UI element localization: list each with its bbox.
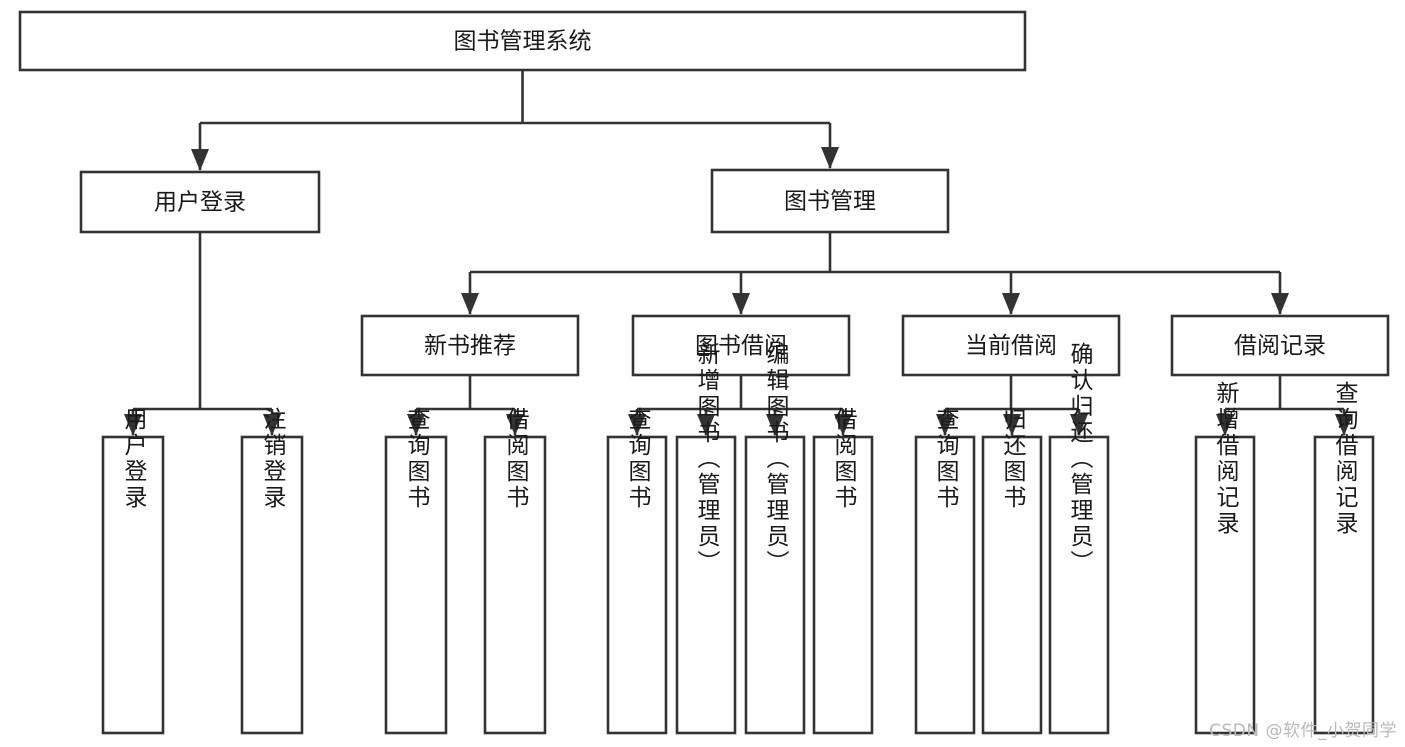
node-query-book-borrow[interactable]: 查询图书 bbox=[606, 407, 668, 735]
node-box bbox=[1194, 435, 1256, 735]
node-label: 新增借阅记录 bbox=[1212, 381, 1240, 537]
node-label: 查询图书 bbox=[624, 407, 652, 511]
edge-group-book-borrow bbox=[628, 375, 852, 436]
edge-arrowhead bbox=[263, 414, 281, 436]
edge-group-current-borrow bbox=[936, 375, 1088, 436]
node-query-borrow-record[interactable]: 查询借阅记录 bbox=[1313, 381, 1375, 735]
node-box bbox=[710, 168, 950, 234]
node-label: 查询图书 bbox=[403, 407, 431, 511]
node-box bbox=[384, 435, 448, 735]
node-return-book[interactable]: 归还图书 bbox=[981, 407, 1043, 735]
node-box bbox=[360, 314, 580, 377]
node-box bbox=[18, 10, 1027, 72]
edge-arrowhead bbox=[506, 414, 524, 436]
node-box bbox=[901, 314, 1121, 377]
edge-arrowhead bbox=[628, 414, 646, 436]
edge-arrowhead bbox=[461, 293, 479, 315]
node-box bbox=[1048, 435, 1110, 735]
node-label: 借阅图书 bbox=[830, 407, 858, 511]
node-new-book-recommend[interactable]: 新书推荐 bbox=[360, 314, 580, 377]
nodes-layer: 图书管理系统用户登录图书管理新书推荐图书借阅当前借阅借阅记录用户登录注销登录查询… bbox=[18, 10, 1390, 735]
node-label: 查询借阅记录 bbox=[1331, 381, 1359, 537]
node-box bbox=[101, 435, 165, 735]
node-label: 确认归还（管理员） bbox=[1066, 342, 1094, 576]
node-label: 图书管理系统 bbox=[454, 29, 592, 55]
node-query-book-current[interactable]: 查询图书 bbox=[914, 407, 976, 735]
edge-arrowhead bbox=[1070, 414, 1088, 436]
node-label: 借阅记录 bbox=[1234, 333, 1326, 359]
node-label: 当前借阅 bbox=[965, 333, 1057, 359]
edge-arrowhead bbox=[1335, 414, 1353, 436]
edge-arrowhead bbox=[766, 414, 784, 436]
edge-arrowhead bbox=[936, 414, 954, 436]
node-box bbox=[744, 435, 806, 735]
node-label: 归还图书 bbox=[999, 407, 1027, 511]
edge-group-new-book-recommend bbox=[407, 375, 524, 436]
node-box bbox=[631, 314, 851, 377]
node-label: 编辑图书（管理员） bbox=[762, 342, 790, 576]
node-book-management[interactable]: 图书管理 bbox=[710, 168, 950, 234]
node-add-book-admin[interactable]: 新增图书（管理员） bbox=[675, 342, 737, 735]
node-box bbox=[812, 435, 874, 735]
node-current-borrow[interactable]: 当前借阅 bbox=[901, 314, 1121, 377]
node-box bbox=[240, 435, 304, 735]
edge-arrowhead bbox=[821, 147, 839, 169]
node-label: 用户登录 bbox=[154, 190, 246, 216]
node-label: 新增图书（管理员） bbox=[693, 342, 721, 576]
node-label: 图书管理 bbox=[784, 189, 876, 215]
node-box bbox=[675, 435, 737, 735]
node-box bbox=[981, 435, 1043, 735]
node-label: 新书推荐 bbox=[424, 333, 516, 359]
edge-arrowhead bbox=[732, 293, 750, 315]
node-user-login-leaf[interactable]: 用户登录 bbox=[101, 407, 165, 735]
edge-group-book-management bbox=[461, 232, 1289, 315]
edge-arrowhead bbox=[834, 414, 852, 436]
node-borrow-book-borrow[interactable]: 借阅图书 bbox=[812, 407, 874, 735]
edge-arrowhead bbox=[407, 414, 425, 436]
node-add-borrow-record[interactable]: 新增借阅记录 bbox=[1194, 381, 1256, 735]
node-logout-leaf[interactable]: 注销登录 bbox=[240, 407, 304, 735]
node-borrow-record[interactable]: 借阅记录 bbox=[1170, 314, 1390, 377]
node-label: 查询图书 bbox=[932, 407, 960, 511]
node-box bbox=[606, 435, 668, 735]
node-box bbox=[914, 435, 976, 735]
node-box bbox=[1313, 435, 1375, 735]
edge-group-user-login bbox=[124, 232, 281, 436]
node-borrow-book-rec[interactable]: 借阅图书 bbox=[483, 407, 547, 735]
node-query-book-rec[interactable]: 查询图书 bbox=[384, 407, 448, 735]
node-user-login[interactable]: 用户登录 bbox=[79, 170, 321, 234]
node-root[interactable]: 图书管理系统 bbox=[18, 10, 1027, 72]
edge-arrowhead bbox=[124, 414, 142, 436]
edge-arrowhead bbox=[1271, 293, 1289, 315]
node-box bbox=[1170, 314, 1390, 377]
node-confirm-return-admin[interactable]: 确认归还（管理员） bbox=[1048, 342, 1110, 735]
node-label: 注销登录 bbox=[259, 407, 287, 511]
node-box bbox=[483, 435, 547, 735]
node-label: 图书借阅 bbox=[695, 333, 787, 359]
edge-group-root bbox=[191, 70, 839, 171]
edge-arrowhead bbox=[1002, 293, 1020, 315]
edges-layer bbox=[124, 70, 1353, 436]
node-label: 借阅图书 bbox=[502, 407, 530, 511]
node-box bbox=[79, 170, 321, 234]
node-book-borrow[interactable]: 图书借阅 bbox=[631, 314, 851, 377]
edge-arrowhead bbox=[697, 414, 715, 436]
node-label: 用户登录 bbox=[120, 407, 148, 511]
edge-arrowhead bbox=[1003, 414, 1021, 436]
edge-arrowhead bbox=[1216, 414, 1234, 436]
edge-arrowhead bbox=[191, 149, 209, 171]
node-edit-book-admin[interactable]: 编辑图书（管理员） bbox=[744, 342, 806, 735]
edge-group-borrow-record bbox=[1216, 375, 1353, 436]
